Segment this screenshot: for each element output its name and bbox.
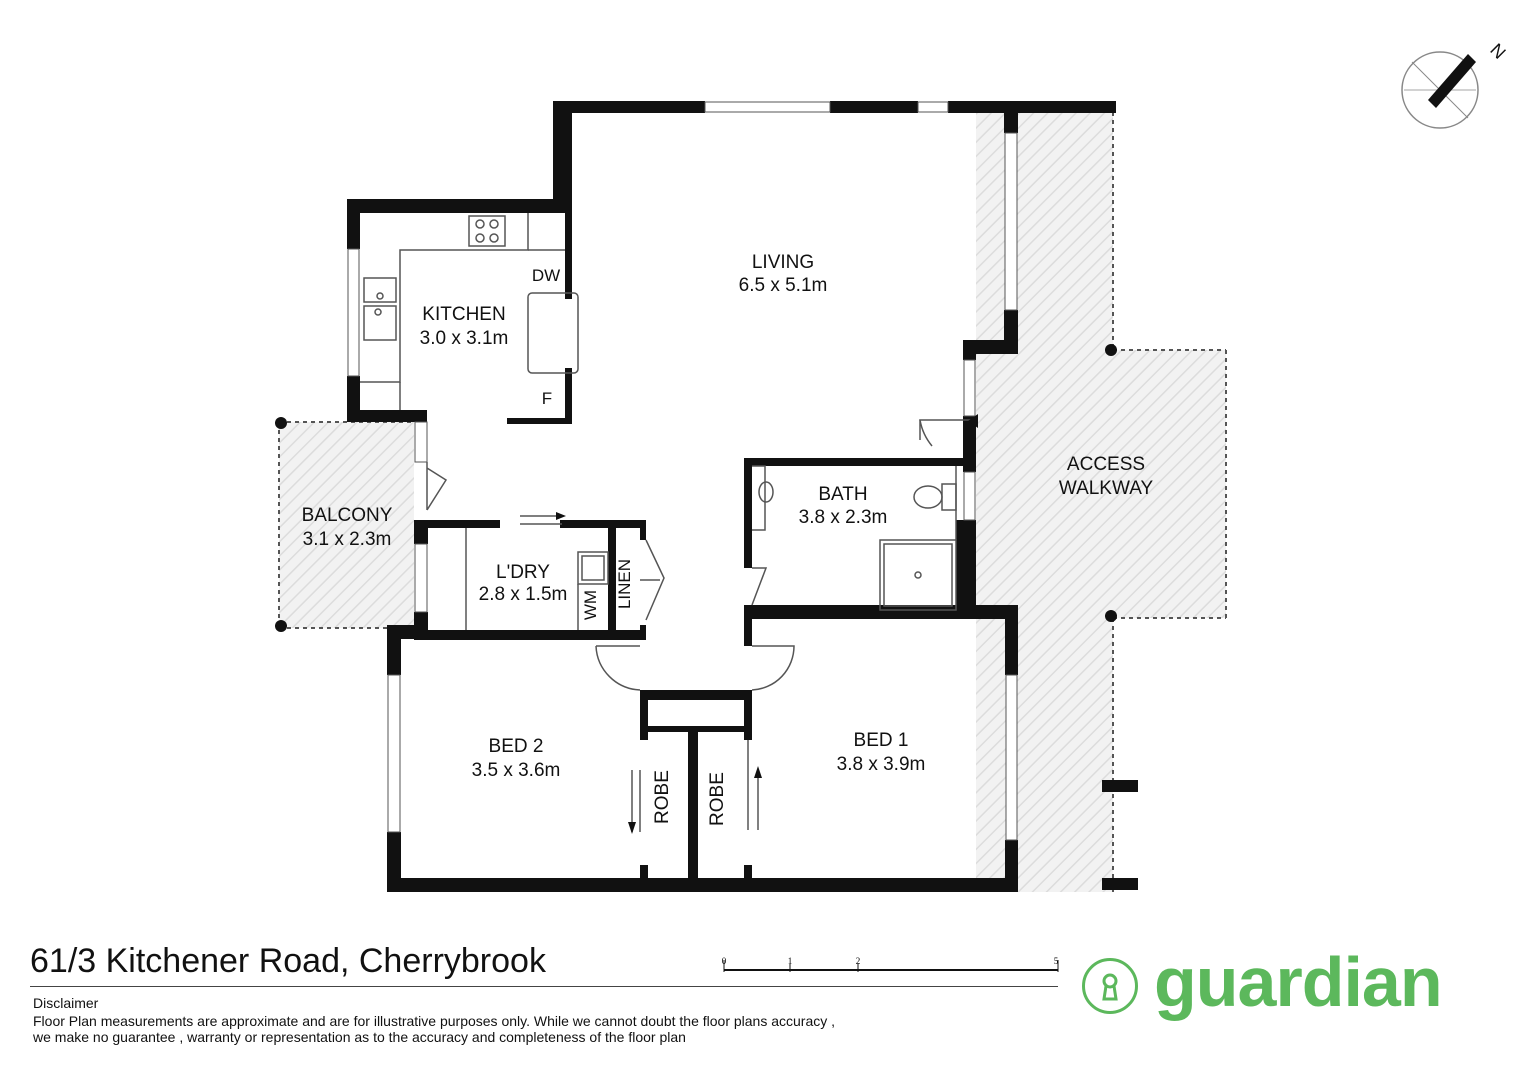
dishwasher-label: DW (532, 266, 560, 285)
doors (426, 419, 976, 832)
access-walkway-area (976, 112, 1227, 892)
scale-bar: 0 1 2 5 (722, 956, 1059, 972)
balcony-name: BALCONY (302, 505, 393, 526)
brand-name: guardian (1154, 943, 1443, 1021)
disclaimer-title: Disclaimer (33, 995, 99, 1011)
scale-tick-2: 2 (856, 956, 861, 966)
scale-tick-0: 0 (722, 956, 727, 966)
scale-tick-5: 5 (1054, 956, 1059, 966)
bed1-name: BED 1 (854, 730, 909, 751)
door-arrows (556, 414, 978, 834)
walkway-label-1: ACCESS (1067, 454, 1145, 475)
bath-dims: 3.8 x 2.3m (799, 507, 888, 528)
disclaimer-text: Floor Plan measurements are approximate … (33, 1013, 836, 1045)
bath-fixtures (752, 465, 957, 611)
robe-left-label: ROBE (652, 770, 673, 824)
fridge-label: F (542, 389, 552, 408)
laundry-name: L'DRY (496, 562, 550, 583)
bed1-dims: 3.8 x 3.9m (837, 754, 926, 775)
kitchen-dims: 3.0 x 3.1m (420, 328, 509, 349)
property-address: 61/3 Kitchener Road, Cherrybrook (30, 942, 546, 980)
balcony-area (275, 417, 414, 632)
washing-machine-label: WM (581, 590, 600, 620)
living-dims: 6.5 x 5.1m (739, 275, 828, 296)
scale-tick-1: 1 (788, 956, 793, 966)
bed2-dims: 3.5 x 3.6m (472, 760, 561, 781)
windows (347, 101, 1018, 841)
compass-north-label: N (1486, 40, 1509, 63)
robe-right-label: ROBE (707, 772, 728, 826)
walls (347, 101, 1138, 892)
walkway-label-2: WALKWAY (1059, 478, 1154, 499)
north-compass: N (1401, 40, 1510, 129)
kitchen-fixtures (360, 213, 579, 410)
address-underline (30, 986, 1058, 987)
laundry-dims: 2.8 x 1.5m (479, 584, 568, 605)
kitchen-name: KITCHEN (422, 304, 505, 325)
bed2-name: BED 2 (489, 736, 544, 757)
bath-name: BATH (818, 484, 867, 505)
living-name: LIVING (752, 252, 814, 273)
linen-label: LINEN (615, 559, 634, 609)
balcony-dims: 3.1 x 2.3m (303, 529, 392, 550)
brand-logo: guardian (1082, 943, 1502, 1030)
laundry-fixtures (465, 528, 609, 630)
keyhole-icon (1082, 958, 1138, 1014)
